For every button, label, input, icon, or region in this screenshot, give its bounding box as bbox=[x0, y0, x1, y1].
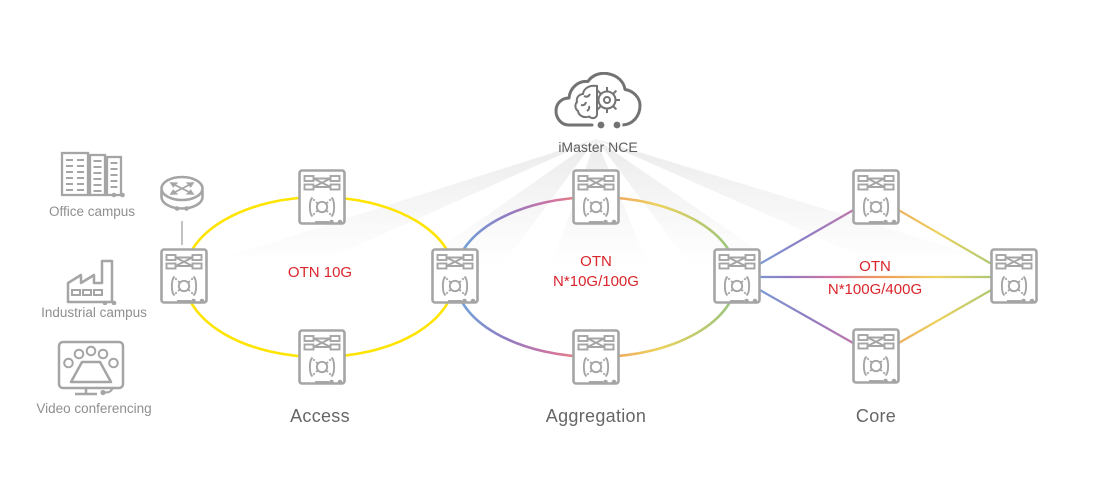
otn-node-access-aggregation bbox=[431, 248, 479, 304]
factory-icon bbox=[66, 259, 118, 305]
segment-label-core: Core bbox=[855, 406, 897, 426]
access-link-rate-label: OTN 10G bbox=[287, 264, 353, 281]
otn-node-core-right bbox=[990, 248, 1038, 304]
otn-node-core-top bbox=[852, 169, 900, 225]
cloud-ai-brain-gear-icon bbox=[554, 72, 642, 132]
router-icon bbox=[160, 175, 204, 213]
segment-label-access: Access bbox=[290, 406, 350, 426]
otn-node-core-bottom bbox=[852, 328, 900, 384]
source-label-video-conferencing: Video conferencing bbox=[36, 401, 152, 416]
otn-node-aggregation-top bbox=[572, 169, 620, 225]
source-label-industrial-campus: Industrial campus bbox=[41, 305, 147, 320]
otn-node-access-top bbox=[298, 169, 346, 225]
segment-label-aggregation: Aggregation bbox=[545, 406, 647, 426]
otn-node-aggregation-core bbox=[713, 248, 761, 304]
controller-label: iMaster NCE bbox=[558, 139, 638, 155]
otn-node-access-bottom bbox=[298, 329, 346, 385]
video-conferencing-icon bbox=[57, 340, 125, 397]
aggregation-link-rate-label: OTN N*10G/100G bbox=[553, 253, 639, 290]
otn-node-aggregation-bottom bbox=[572, 329, 620, 385]
core-link-rate-label: OTN N*100G/400G bbox=[827, 258, 923, 298]
office-building-icon bbox=[60, 151, 126, 199]
source-label-office-campus: Office campus bbox=[48, 204, 136, 219]
otn-node-access-left bbox=[160, 248, 208, 304]
